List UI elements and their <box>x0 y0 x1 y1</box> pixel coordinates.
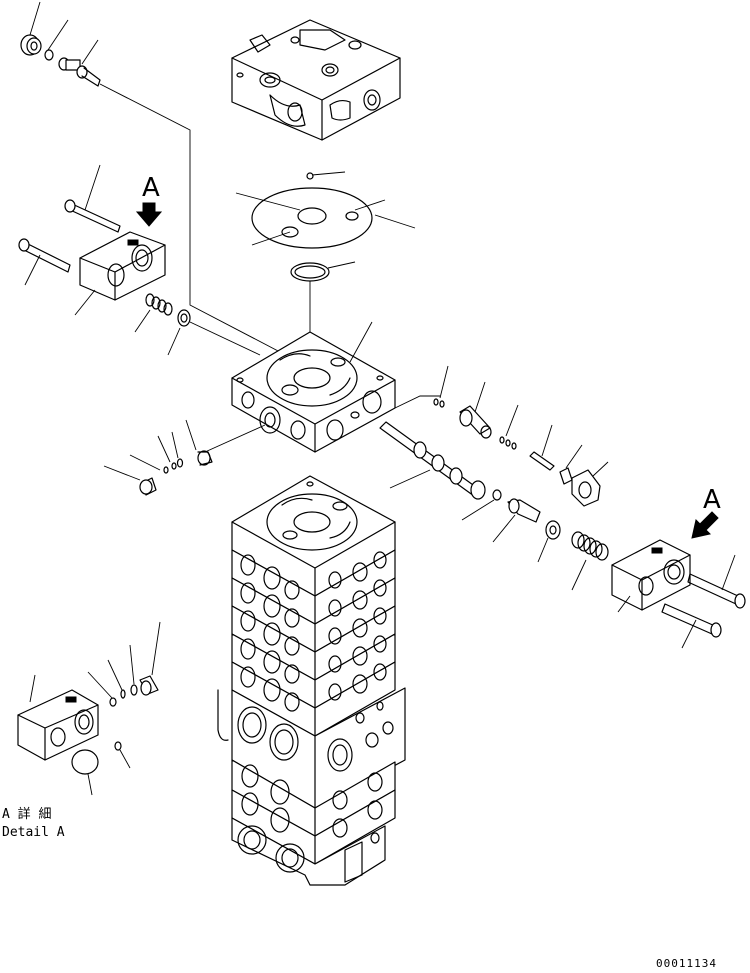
detail-label: A 詳 細 Detail A <box>2 806 65 840</box>
stack-sections <box>231 549 396 737</box>
stack-ports <box>240 551 387 712</box>
view-arrow-right: A <box>691 485 721 539</box>
stack-lower-sections <box>231 759 396 865</box>
left-end-cover <box>18 164 166 316</box>
drawing-number: 00011134 <box>656 957 717 970</box>
stack-base <box>231 817 386 886</box>
top-left-fittings <box>20 1 281 353</box>
plug-part <box>20 34 42 56</box>
right-upper-parts <box>433 365 609 507</box>
stack-lower-block <box>217 687 406 809</box>
detail-label-jp: A 詳 細 <box>2 806 51 822</box>
gasket-plate <box>235 171 416 335</box>
valve-stack <box>217 475 406 886</box>
view-letter-top: A <box>142 173 160 203</box>
left-spring <box>134 293 261 356</box>
o-ring-part <box>44 49 54 61</box>
fitting-part <box>58 57 101 87</box>
left-side-small-parts <box>103 419 266 496</box>
right-end-cover <box>611 539 746 649</box>
detail-a-view <box>17 621 161 796</box>
middle-section-block <box>231 321 440 453</box>
detail-label-en: Detail A <box>2 825 65 840</box>
right-spring <box>571 531 609 591</box>
view-letter-right: A <box>703 485 721 515</box>
view-arrow-top: A <box>135 173 163 227</box>
top-cover-block <box>231 19 401 141</box>
spool-assembly <box>379 421 561 563</box>
